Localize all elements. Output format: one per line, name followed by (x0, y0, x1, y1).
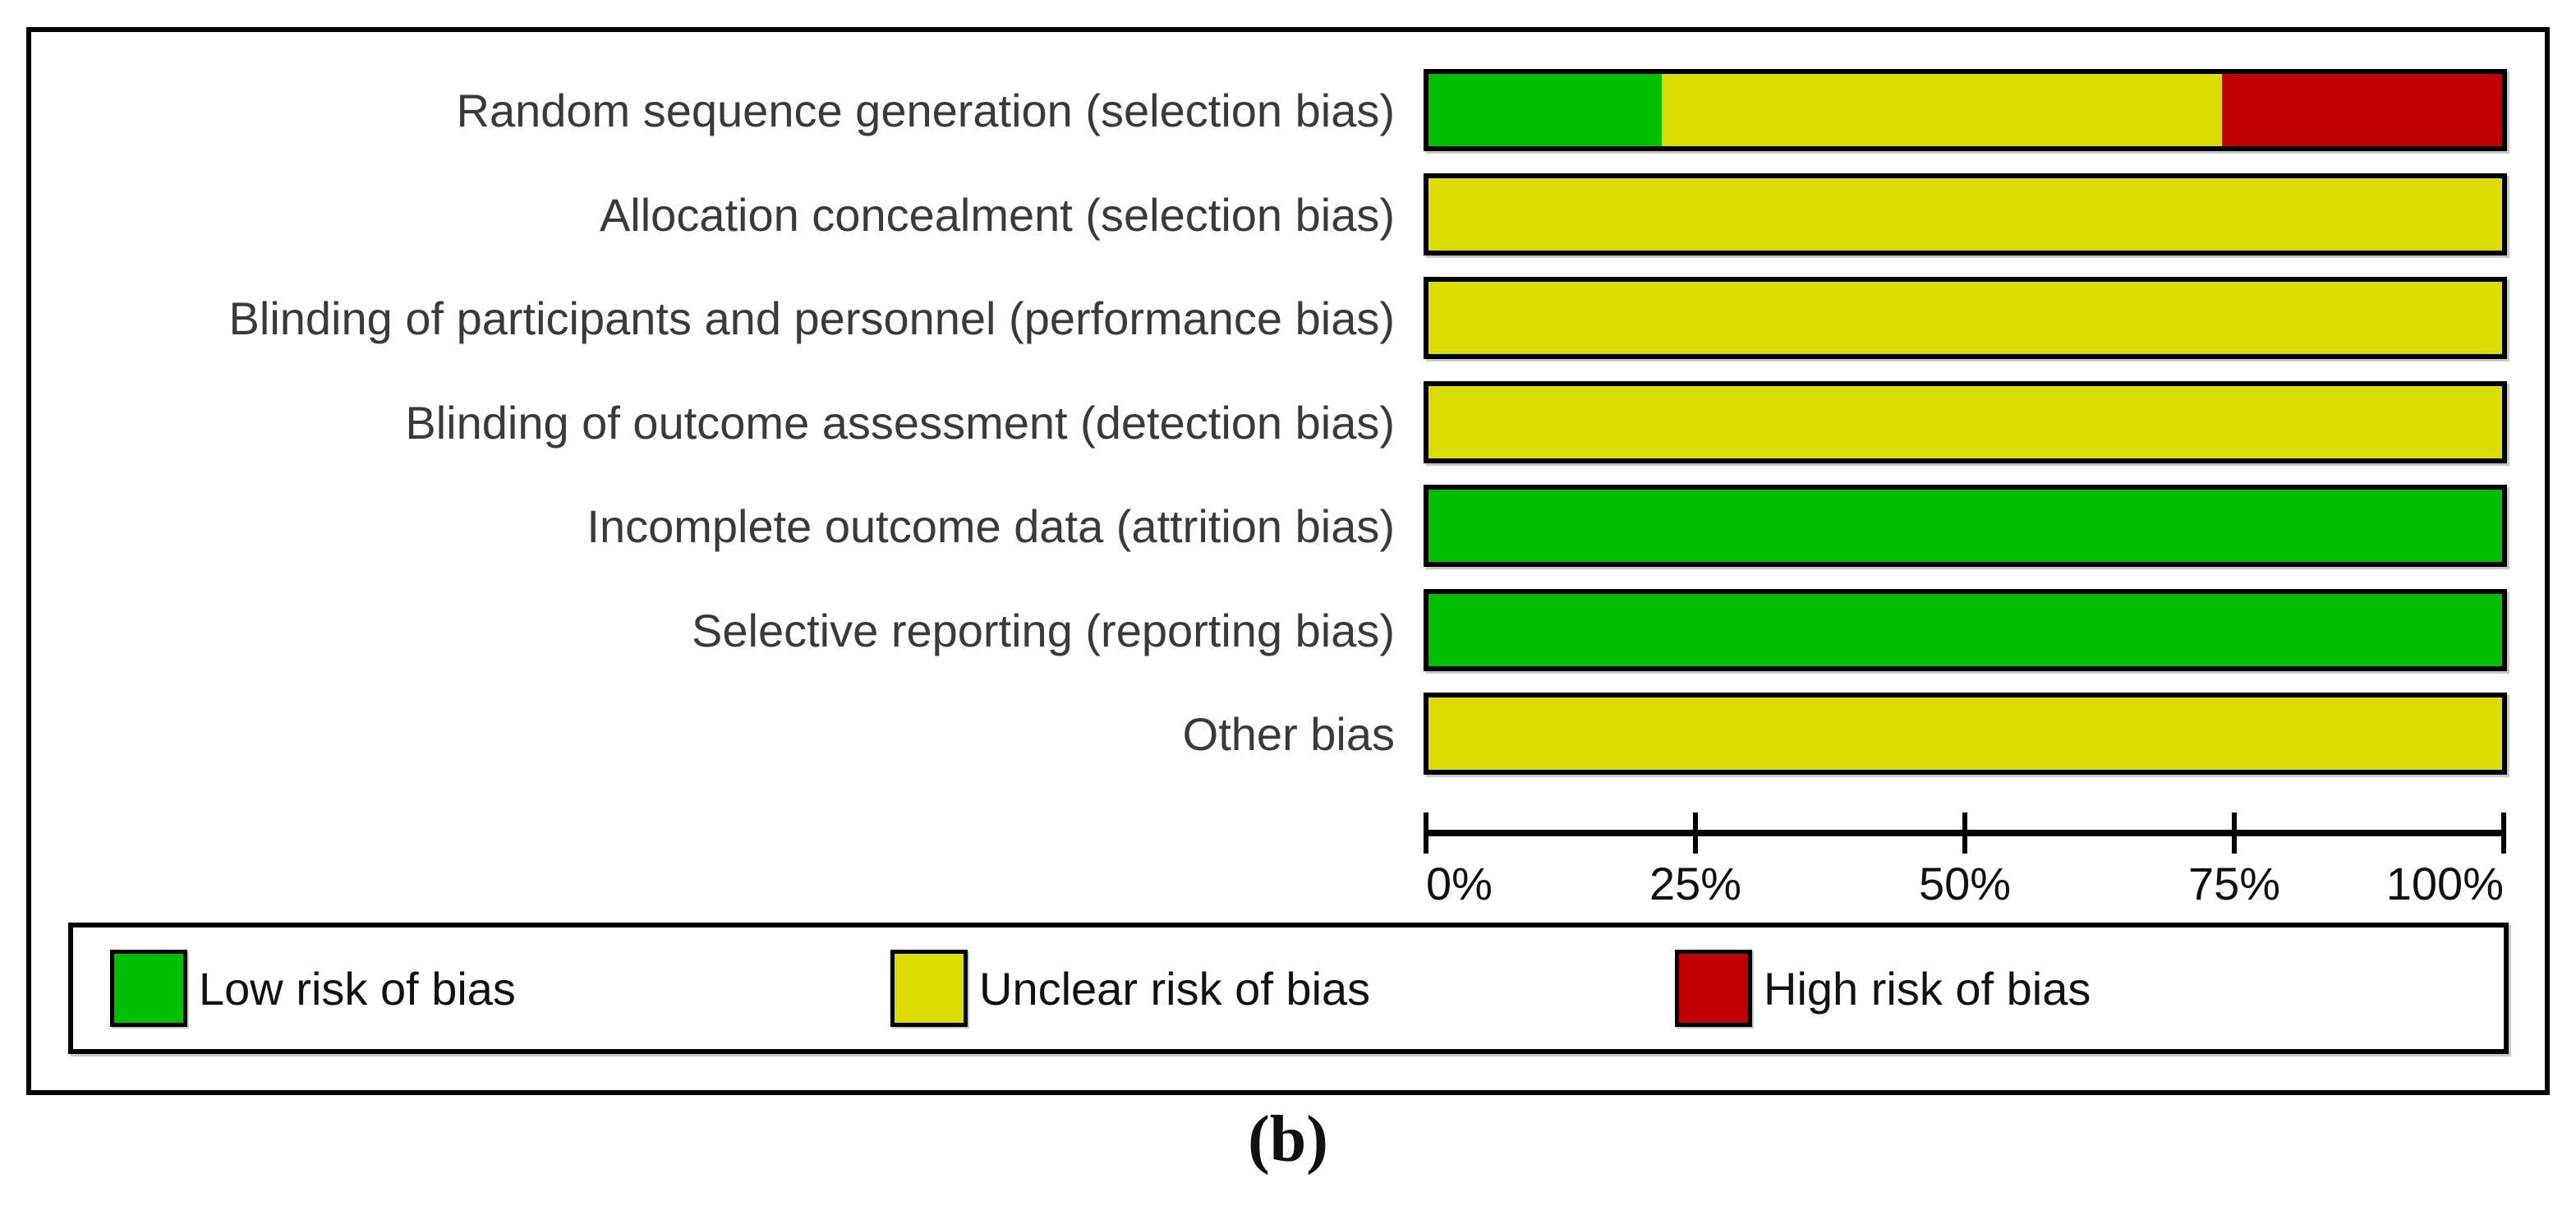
bar-segment-unclear-risk-of-bias (1661, 74, 2222, 146)
bias-row: Other bias (31, 693, 2545, 775)
category-label: Random sequence generation (selection bi… (456, 84, 1395, 136)
legend-item: Low risk of bias (110, 928, 516, 1049)
legend-label: Low risk of bias (199, 962, 516, 1015)
bar-segment-low-risk-of-bias (1428, 74, 1662, 146)
stacked-bar (1424, 381, 2507, 463)
category-label: Allocation concealment (selection bias) (599, 188, 1395, 241)
legend-label: Unclear risk of bias (979, 962, 1371, 1015)
figure-caption: (b) (1248, 1103, 1328, 1176)
bias-row: Random sequence generation (selection bi… (31, 69, 2545, 151)
legend-swatch-low-risk-of-bias (110, 950, 187, 1027)
category-label: Blinding of participants and personnel (… (228, 292, 1395, 344)
bias-row: Incomplete outcome data (attrition bias) (31, 485, 2545, 567)
category-label: Blinding of outcome assessment (detectio… (405, 396, 1395, 449)
bar-segment-unclear-risk-of-bias (1428, 282, 2502, 354)
axis-tick (1693, 812, 1698, 854)
axis-tick-label: 50% (1918, 858, 2012, 909)
stacked-bar (1424, 589, 2507, 671)
bias-row: Allocation concealment (selection bias) (31, 173, 2545, 255)
legend-label: High risk of bias (1764, 962, 2091, 1015)
axis-tick (1424, 812, 1428, 854)
axis-tick-label: 25% (1649, 858, 1742, 909)
stacked-bar (1424, 693, 2507, 775)
legend-box: Low risk of bias Unclear risk of bias High… (68, 923, 2509, 1054)
axis-tick-label: 0% (1426, 858, 1493, 909)
legend-swatch-high-risk-of-bias (1675, 950, 1752, 1027)
bar-segment-low-risk-of-bias (1428, 594, 2502, 666)
stacked-bar (1424, 485, 2507, 567)
axis-tick-label: 100% (2385, 858, 2504, 909)
legend-item: Unclear risk of bias (890, 928, 1370, 1049)
bias-row: Selective reporting (reporting bias) (31, 589, 2545, 671)
axis-tick-label: 75% (2187, 858, 2281, 909)
category-label: Incomplete outcome data (attrition bias) (586, 499, 1395, 552)
bias-row: Blinding of participants and personnel (… (31, 277, 2545, 359)
bias-row: Blinding of outcome assessment (detectio… (31, 381, 2545, 463)
category-label: Selective reporting (reporting bias) (692, 604, 1395, 656)
axis-tick (2232, 812, 2237, 854)
bar-segment-unclear-risk-of-bias (1428, 386, 2502, 458)
stacked-bar (1424, 69, 2507, 151)
bar-segment-unclear-risk-of-bias (1428, 178, 2502, 251)
stacked-bar (1424, 173, 2507, 255)
bar-segment-low-risk-of-bias (1428, 490, 2502, 562)
axis-tick (1962, 812, 1967, 854)
category-label: Other bias (1182, 707, 1395, 760)
legend-swatch-unclear-risk-of-bias (890, 950, 968, 1027)
bar-segment-unclear-risk-of-bias (1428, 697, 2502, 770)
legend-item: High risk of bias (1675, 928, 2091, 1049)
stacked-bar (1424, 277, 2507, 359)
axis-tick (2501, 812, 2506, 854)
bar-segment-high-risk-of-bias (2221, 74, 2502, 146)
risk-of-bias-figure: Random sequence generation (selection bi… (26, 27, 2550, 1095)
